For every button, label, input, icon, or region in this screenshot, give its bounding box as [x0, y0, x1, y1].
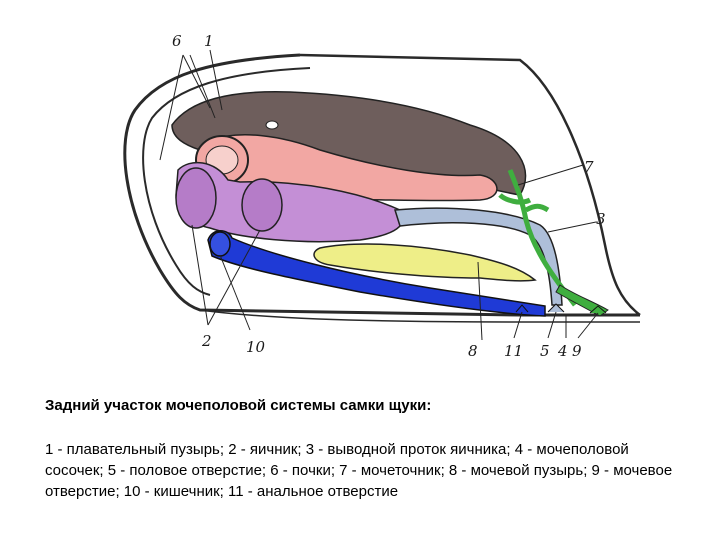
label-10: 10 — [246, 338, 266, 356]
label-4: 4 — [557, 342, 568, 360]
intestine-cut-end — [209, 231, 231, 257]
label-5: 5 — [540, 342, 550, 360]
urinary-bladder — [313, 243, 537, 282]
ovarian-duct — [394, 207, 563, 306]
label-7: 7 — [584, 158, 594, 176]
ovary — [175, 161, 404, 243]
label-8: 8 — [468, 342, 478, 360]
genital-papilla — [547, 303, 565, 313]
anatomy-diagram: 6 1 7 3 2 10 8 11 5 4 9 — [123, 32, 641, 360]
caption-title: Задний участок мочеполовой системы самки… — [45, 397, 432, 414]
leader-lines — [159, 49, 599, 341]
caption-legend: 1 - плавательный пузырь; 2 - яичник; 3 -… — [45, 441, 673, 500]
swim-bladder-spot — [265, 120, 279, 130]
label-2: 2 — [201, 332, 212, 350]
label-3: 3 — [596, 210, 606, 228]
label-11: 11 — [504, 342, 523, 360]
label-9: 9 — [572, 342, 582, 360]
intestine — [207, 230, 546, 317]
label-6: 6 — [172, 32, 182, 50]
ovary-cut-end — [175, 167, 217, 229]
label-1: 1 — [204, 32, 214, 50]
anal-opening — [515, 304, 529, 313]
ovary-lobe — [241, 178, 283, 232]
urinary-opening — [589, 305, 607, 314]
body-wall — [123, 53, 641, 323]
